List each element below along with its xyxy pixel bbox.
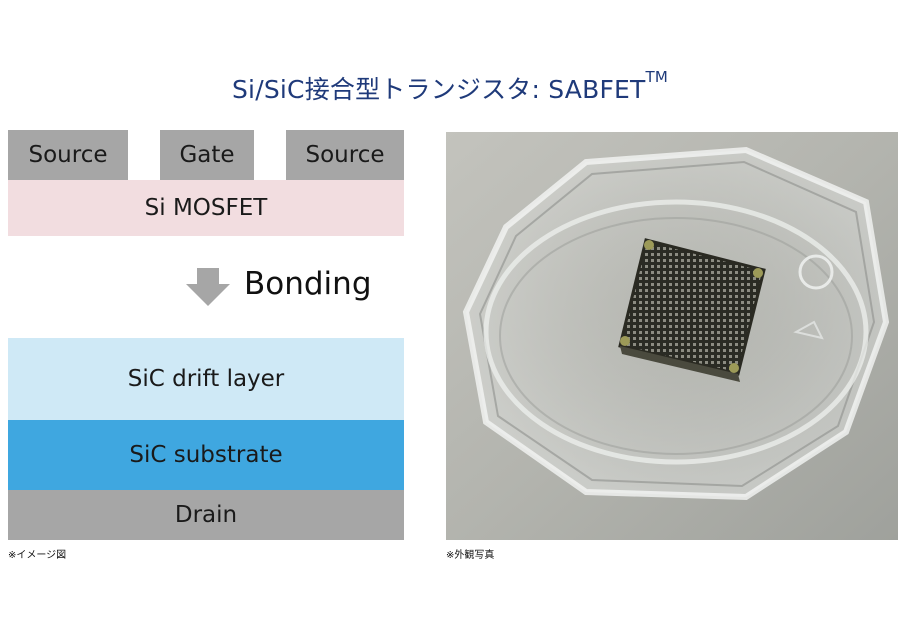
source-left-label: Source [28, 142, 108, 168]
sic-drift-label: SiC drift layer [127, 366, 285, 392]
page-title: Si/SiC接合型トランジスタ: SABFETTM [0, 68, 900, 106]
chip-edge [620, 346, 740, 382]
chip-corner-pad [753, 268, 763, 278]
source-left-block: Source [8, 130, 128, 180]
si-mosfet-label: Si MOSFET [144, 195, 268, 221]
petri-dish-rim-shadow [478, 160, 876, 488]
petri-dish-inner-ring [483, 199, 869, 465]
photo-caption: ※外観写真 [446, 550, 495, 561]
chip-corner-pad [620, 336, 630, 346]
bonding-label: Bonding [244, 266, 372, 302]
si-mosfet-layer: Si MOSFET [8, 180, 404, 236]
drain-label: Drain [174, 502, 238, 528]
source-right-label: Source [305, 142, 385, 168]
sic-drift-layer: SiC drift layer [8, 338, 404, 420]
recycle-mark-icon [793, 320, 824, 340]
device-photo [446, 132, 898, 540]
title-text: Si/SiC接合型トランジスタ: SABFET [231, 75, 646, 104]
sic-substrate-label: SiC substrate [129, 442, 283, 468]
diagram-caption: ※イメージ図 [8, 550, 67, 561]
gate-block: Gate [160, 130, 254, 180]
gate-label: Gate [179, 142, 235, 168]
down-arrow-icon [186, 268, 230, 306]
petri-dish-inner-shadow [499, 217, 853, 455]
chip-corner-pad [729, 363, 739, 373]
drain-layer: Drain [8, 490, 404, 540]
dish-mold-mark [798, 254, 834, 290]
sic-substrate-layer: SiC substrate [8, 420, 404, 490]
source-right-block: Source [286, 130, 404, 180]
trademark-mark: TM [645, 68, 669, 86]
chip-corner-pad [644, 240, 654, 250]
